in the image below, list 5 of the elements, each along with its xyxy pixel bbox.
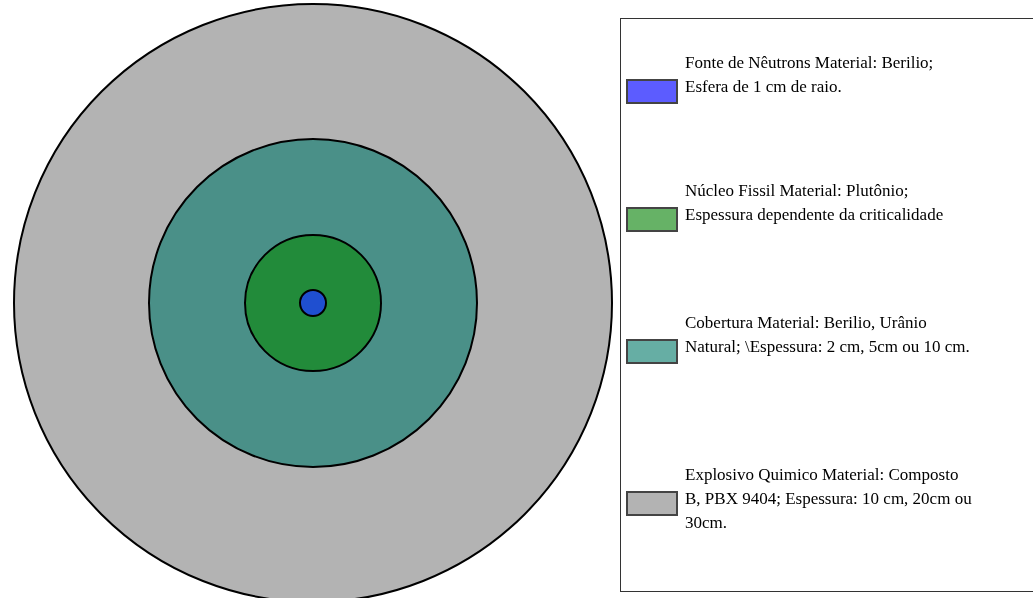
center-circle bbox=[299, 289, 327, 317]
legend-text: Explosivo Quimico Material: Composto B, PBX 9404; Espessura: 10 cm, 20cm ou 30cm. bbox=[685, 464, 973, 534]
legend-text: Cobertura Material: Berilio, Urânio Natural; \Espessura: 2 cm, 5cm ou 10 cm. bbox=[685, 312, 971, 358]
legend-text: Fonte de Nêutrons Material: Berilio; Esfera de 1 cm de raio. bbox=[685, 52, 935, 98]
legend-text: Núcleo Fissil Material: Plutônio; Espessura dependente da criticalidade bbox=[685, 180, 945, 226]
